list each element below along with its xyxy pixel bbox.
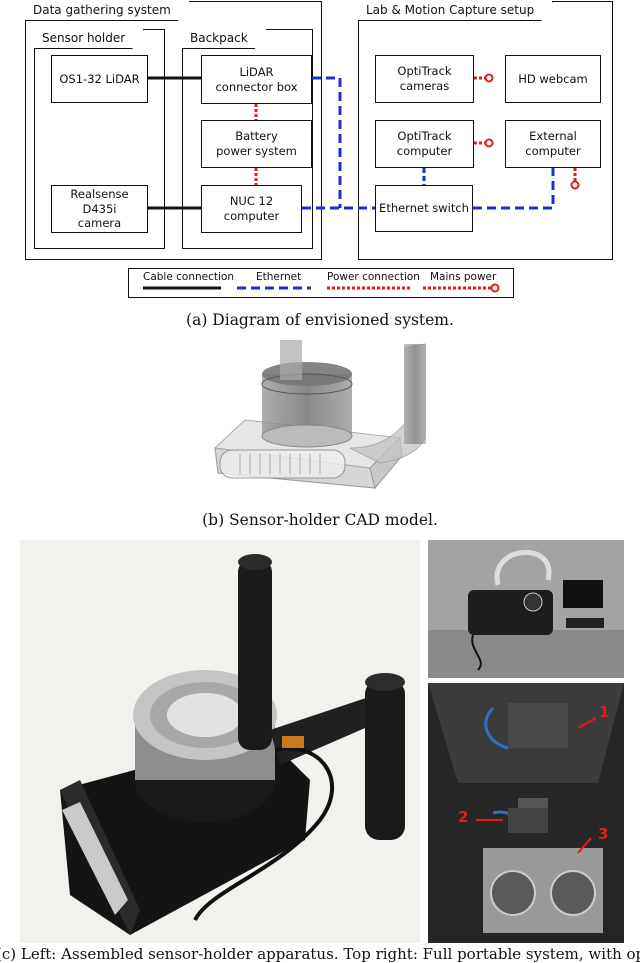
connection-lines	[148, 73, 580, 210]
lidar-connector-box: LiDAR connector box	[201, 55, 312, 104]
sensor-holder-title: Sensor holder	[34, 29, 144, 49]
legend-swatches	[143, 283, 500, 293]
portable-system-photo	[428, 540, 624, 678]
annotation-label-3: 3	[598, 825, 609, 843]
portable-system-illustration	[428, 540, 624, 678]
nuc-box: NUC 12 computer	[201, 185, 302, 233]
mains-plug-computer	[484, 138, 494, 148]
ethernet-switch-to-external	[473, 168, 555, 210]
legend-ethernet-label: Ethernet	[256, 271, 302, 283]
legend-power-label: Power connection	[327, 271, 420, 283]
sensor-holder-photo	[20, 540, 420, 943]
legend-mains-label: Mains power	[430, 271, 497, 283]
sensor-holder-illustration	[20, 540, 420, 943]
backpack-internals-illustration	[428, 683, 624, 943]
annotation-label-2: 2	[458, 808, 469, 826]
realsense-box: Realsense D435i camera	[51, 185, 148, 233]
external-computer-box: External computer	[505, 120, 601, 168]
caption-b: (b) Sensor-holder CAD model.	[202, 511, 438, 529]
legend: Cable connection Ethernet Power connecti…	[128, 268, 514, 298]
hd-webcam-box: HD webcam	[505, 55, 601, 103]
lidar-box: OS1-32 LiDAR	[51, 55, 148, 103]
caption-c: (c) Left: Assembled sensor-holder appara…	[0, 945, 640, 963]
data-gathering-title: Data gathering system	[25, 1, 190, 21]
backpack-internals-photo: 1 2 3	[428, 683, 624, 943]
lab-title: Lab & Motion Capture setup	[358, 1, 553, 21]
ethernet-switch-box: Ethernet switch	[375, 185, 473, 232]
battery-box: Battery power system	[201, 120, 312, 168]
legend-mains-plug	[490, 283, 500, 293]
optitrack-cameras-box: OptiTrack cameras	[375, 55, 474, 103]
caption-a: (a) Diagram of envisioned system.	[186, 311, 454, 329]
mains-plug-cameras	[484, 73, 494, 83]
mains-plug-external	[570, 180, 580, 190]
optitrack-computer-box: OptiTrack computer	[375, 120, 474, 168]
cad-model-render	[213, 340, 426, 490]
legend-cable-label: Cable connection	[143, 271, 234, 283]
annotation-label-1: 1	[599, 703, 610, 721]
ethernet-box-route	[312, 76, 342, 208]
